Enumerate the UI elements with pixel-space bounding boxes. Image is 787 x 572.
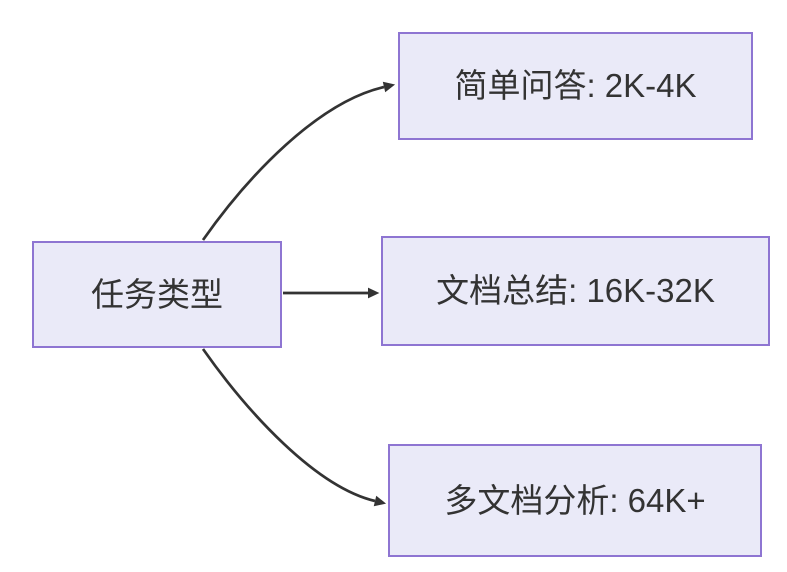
- node-task-type-label: 任务类型: [91, 275, 223, 313]
- edge-tasktype-to-simpleqa: [201, 81, 396, 241]
- node-simple-qa: 简单问答: 2K-4K: [398, 32, 753, 140]
- node-doc-summary: 文档总结: 16K-32K: [381, 236, 770, 346]
- node-simple-qa-label: 简单问答: 2K-4K: [454, 67, 697, 105]
- node-multi-doc-label: 多文档分析: 64K+: [444, 481, 706, 519]
- node-doc-summary-label: 文档总结: 16K-32K: [436, 272, 715, 310]
- node-multi-doc: 多文档分析: 64K+: [388, 444, 762, 557]
- edge-tasktype-to-multidoc: [201, 348, 387, 507]
- node-task-type: 任务类型: [32, 241, 282, 348]
